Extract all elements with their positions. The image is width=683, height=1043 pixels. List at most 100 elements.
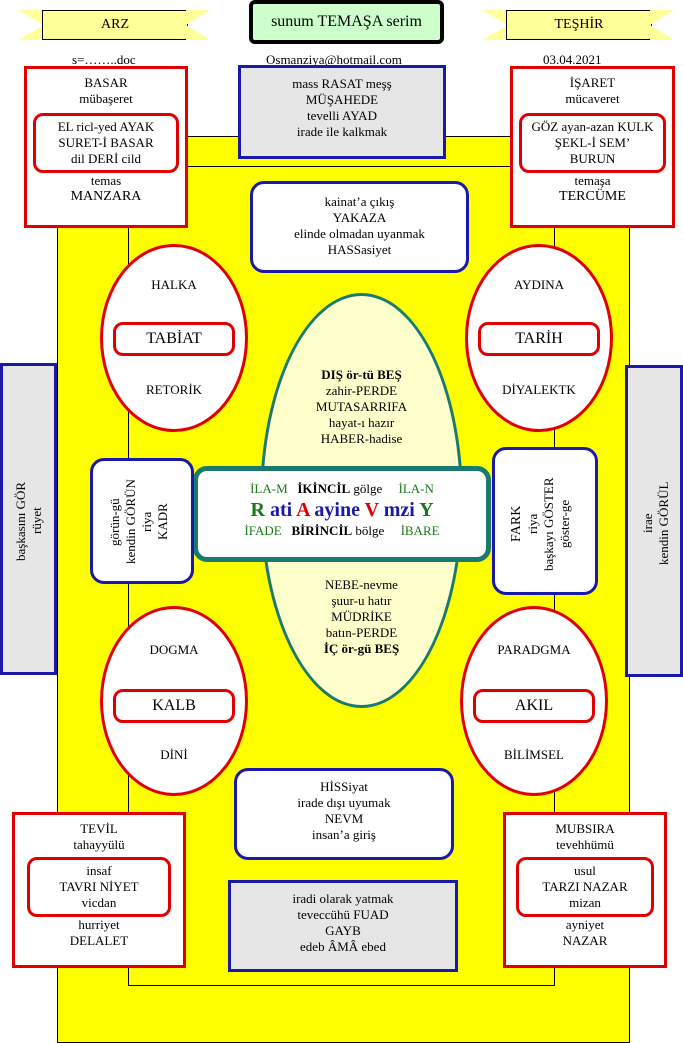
mid-left-line1: görün-gü — [107, 498, 122, 546]
ellipse-akil-bottom: BİLİMSEL — [504, 747, 564, 762]
center-box-row2-part: mzi — [378, 499, 420, 521]
top-right-line4: TERCÜME — [559, 189, 626, 204]
ribbon-right-tail-l — [482, 10, 508, 40]
center-oval-top-text: DIŞ ör-tü BEŞ zahir-PERDE MUTASARRIFA ha… — [270, 367, 453, 447]
bottom-right-inner2: TARZI NAZAR — [542, 879, 628, 894]
ribbon-left-label: ARZ — [101, 17, 129, 32]
center-box: İLA-M İKİNCİL gölge İLA-N R ati A ayine … — [193, 466, 491, 562]
bottom-left-inner3: vicdan — [81, 895, 117, 910]
mid-right-line4: göster-ge — [557, 499, 572, 549]
bottom-left-line4: DELALET — [69, 933, 129, 948]
bottom-center-box: iradi olarak yatmak teveccühü FUAD GAYB … — [228, 880, 458, 972]
mid-right-text: FARK riya başkayı GÖSTER göster-ge — [509, 460, 573, 588]
center-box-row2-part: R — [250, 499, 265, 521]
bottom-center-line2: teveccühü FUAD — [297, 907, 389, 922]
mid-left-box: görün-gü kendin GÖRÜN riya KADR — [90, 458, 194, 584]
center-box-row1: İLA-M İKİNCİL gölge İLA-N — [198, 481, 486, 497]
center-box-row2-part: Y — [419, 499, 434, 521]
ellipse-tabiat-top: HALKA — [151, 277, 197, 292]
center-oval-bottom-line5: İÇ ör-gü BEŞ — [323, 641, 400, 656]
center-box-ikincil: İKİNCİL — [297, 481, 351, 496]
ellipse-tarih-label: TARİH — [478, 322, 600, 356]
top-left-line3: temas — [90, 173, 122, 188]
center-box-ifade: İFADE — [244, 523, 282, 538]
mid-left-line3: riya — [139, 511, 154, 533]
center-box-golge: gölge — [350, 481, 383, 496]
far-left-box: başkasını GÖR rüyet — [0, 363, 57, 675]
center-box-row2-part: V — [364, 499, 379, 521]
lower-middle-line4: insan’a giriş — [312, 827, 376, 842]
ellipse-kalb-bottom: DİNİ — [160, 747, 188, 762]
page-title: sunum TEMAŞA serim — [249, 0, 444, 44]
top-right-inner1: GÖZ ayan-azan KULK — [531, 119, 654, 134]
upper-middle-line2: YAKAZA — [332, 210, 387, 225]
mid-left-text: görün-gü kendin GÖRÜN riya KADR — [107, 467, 171, 577]
date-label: 03.04.2021 — [543, 52, 602, 67]
center-box-row2: R ati A ayine V mzi Y — [198, 497, 486, 523]
far-left-line1: başkasını GÖR — [13, 481, 28, 561]
ellipse-kalb: DOGMA KALB DİNİ — [100, 606, 248, 796]
upper-middle-line3: elinde olmadan uyanmak — [294, 226, 425, 241]
top-center-line1: mass RASAT meşş — [292, 76, 392, 91]
far-right-line1: irae — [640, 513, 655, 533]
top-center-line2: MÜŞAHEDE — [305, 92, 379, 107]
bottom-right-line3: ayniyet — [565, 917, 605, 932]
file-label: s=……..doc — [72, 52, 136, 67]
email-label: Osmanziya@hotmail.com — [266, 52, 402, 67]
ribbon-left: ARZ — [18, 10, 210, 40]
bottom-right-inner1: usul — [574, 863, 596, 878]
top-left-line4: MANZARA — [70, 189, 142, 204]
center-oval-top-line2: zahir-PERDE — [325, 383, 398, 398]
ellipse-tarih-top: AYDINA — [513, 277, 565, 292]
center-box-row2-part: ati — [264, 499, 297, 521]
center-box-row2-part: A — [296, 499, 310, 521]
bottom-left-box: TEVİL tahayyülü insaf TAVRI NİYET vicdan… — [12, 812, 186, 968]
top-right-inner: GÖZ ayan-azan KULK ŞEKL-İ SEM’ BURUN — [519, 113, 666, 173]
ribbon-right-body: TEŞHİR — [506, 10, 652, 40]
mid-right-line3: başkayı GÖSTER — [541, 477, 556, 571]
ribbon-right-label: TEŞHİR — [554, 17, 604, 32]
bottom-left-line2: tahayyülü — [73, 837, 125, 852]
top-left-line2: mübaşeret — [79, 91, 133, 106]
bottom-right-inner3: mizan — [569, 895, 601, 910]
ellipse-akil-label: AKIL — [473, 689, 595, 723]
ellipse-tarih-bottom: DİYALEKTK — [502, 382, 576, 397]
upper-middle-line1: kainat’a çıkış — [324, 194, 395, 209]
ellipse-akil-top: PARADGMA — [497, 642, 571, 657]
center-oval-top-line5: HABER-hadise — [320, 431, 403, 446]
bottom-left-line3: hurriyet — [78, 917, 120, 932]
top-right-box: İŞARET mücaveret GÖZ ayan-azan KULK ŞEKL… — [510, 66, 675, 228]
center-box-ila-n: İLA-N — [398, 481, 434, 496]
center-oval-bottom-line2: şuur-u hatır — [331, 593, 392, 608]
center-box-row3: İFADE BİRİNCİL bölge İBARE — [198, 523, 486, 539]
ribbon-right: TEŞHİR — [482, 10, 674, 40]
center-oval-top-line3: MUTASARRIFA — [315, 399, 408, 414]
far-right-line2: kendin GÖRÜL — [656, 481, 671, 565]
top-left-inner1: EL ricl-yed AYAK — [57, 119, 155, 134]
bottom-left-line1: TEVİL — [80, 821, 118, 836]
bottom-center-line3: GAYB — [325, 923, 361, 938]
mid-left-line4: KADR — [155, 503, 170, 541]
upper-middle-box: kainat’a çıkış YAKAZA elinde olmadan uya… — [250, 181, 469, 273]
top-right-inner2: ŞEKL-İ SEM’ — [554, 135, 631, 150]
bottom-right-inner: usul TARZI NAZAR mizan — [516, 857, 654, 917]
bottom-center-line1: iradi olarak yatmak — [292, 891, 394, 906]
center-oval-bottom-text: NEBE-nevme şuur-u hatır MÜDRİKE batın-PE… — [270, 577, 453, 657]
bottom-left-inner1: insaf — [86, 863, 112, 878]
center-box-ibare: İBARE — [400, 523, 440, 538]
far-left-text: başkasını GÖR rüyet — [13, 386, 45, 656]
ellipse-kalb-top: DOGMA — [149, 642, 199, 657]
lower-middle-box: HİSSiyat irade dışı uyumak NEVM insan’a … — [234, 768, 454, 860]
top-center-box: mass RASAT meşş MÜŞAHEDE tevelli AYAD ir… — [238, 65, 446, 159]
top-center-line3: tevelli AYAD — [307, 108, 377, 123]
lower-middle-line1: HİSSiyat — [320, 779, 368, 794]
top-right-line1: İŞARET — [569, 75, 616, 90]
top-left-box: BASAR mübaşeret EL ricl-yed AYAK SURET-İ… — [24, 66, 188, 228]
center-oval-top-line1: DIŞ ör-tü BEŞ — [321, 367, 402, 382]
center-box-ila-m: İLA-M — [250, 481, 288, 496]
bottom-right-line2: tevehhümü — [556, 837, 614, 852]
ribbon-left-tail-r — [186, 10, 210, 40]
ribbon-left-body: ARZ — [42, 10, 188, 40]
ribbon-right-tail-r — [650, 10, 674, 40]
ellipse-tabiat-label: TABİAT — [113, 322, 235, 356]
